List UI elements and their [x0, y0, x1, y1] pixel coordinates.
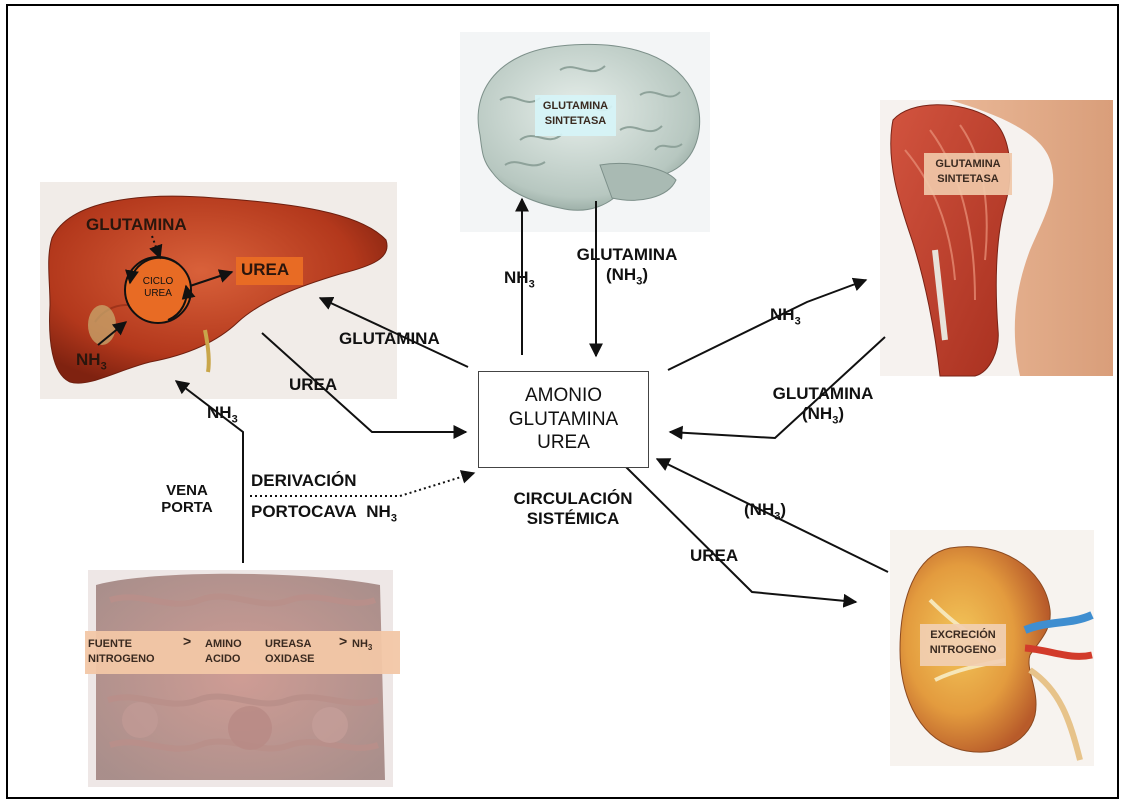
intestine-oxidase: OXIDASE — [265, 652, 331, 667]
label-sistemica: SISTÉMICA — [488, 509, 658, 529]
kidney-line1: EXCRECIÓN — [920, 628, 1006, 643]
intestine-sep1: > — [183, 632, 191, 651]
brain-enzyme-label: GLUTAMINA SINTETASA — [535, 99, 616, 129]
label-nh3-portal-base: NH — [207, 403, 232, 422]
arm-muscle-illustration — [880, 100, 1113, 376]
label-nh3-kidney-close: ) — [780, 500, 786, 519]
intestine-illustration — [85, 570, 400, 787]
center-amonio: AMONIO — [525, 384, 602, 408]
center-urea: UREA — [537, 431, 590, 455]
label-circulacion-sistemica: CIRCULACIÓN SISTÉMICA — [488, 489, 658, 528]
muscle-enzyme-label: GLUTAMINA SINTETASA — [924, 157, 1012, 187]
label-glutamina-to-liver: GLUTAMINA — [339, 329, 440, 349]
label-nh3-kidney: (NH3) — [744, 500, 786, 523]
label-glutamina-from-brain-text: GLUTAMINA — [552, 245, 702, 265]
label-nh3-to-muscle-base: NH — [770, 305, 795, 324]
intestine-source-label: FUENTE NITROGENO — [88, 637, 160, 667]
intestine-acido: ACIDO — [205, 652, 265, 667]
label-urea-from-liver: UREA — [289, 375, 337, 395]
intestine-amino: AMINO — [205, 637, 265, 652]
intestine-nitrogeno: NITROGENO — [88, 652, 160, 667]
ciclo-label: CICLO — [132, 276, 184, 288]
arrow-nh3-to-muscle — [668, 280, 866, 370]
brain-illustration — [460, 32, 710, 232]
intestine-ureasa-oxidase: UREASA OXIDASE — [265, 637, 331, 667]
label-nh3-portal: NH3 — [207, 403, 238, 426]
label-glutamina-from-brain: GLUTAMINA (NH3) — [552, 245, 702, 288]
liver-urea-label: UREA — [241, 260, 289, 280]
label-nh3-to-brain-sub: 3 — [529, 278, 535, 290]
kidney-excretion-label: EXCRECIÓN NITROGENO — [920, 628, 1006, 658]
intestine-nh3: NH3 — [352, 637, 372, 654]
label-circulacion: CIRCULACIÓN — [488, 489, 658, 509]
ciclo-urea-label: CICLO UREA — [132, 276, 184, 299]
label-nh3-portal-sub: 3 — [232, 413, 238, 425]
systemic-pool-box: AMONIO GLUTAMINA UREA — [478, 371, 649, 468]
brain-line2: SINTETASA — [535, 114, 616, 129]
muscle-line2: SINTETASA — [924, 172, 1012, 187]
label-nh3-to-brain-base: NH — [504, 268, 529, 287]
label-portocava-text: PORTOCAVA — [251, 502, 357, 521]
label-nh3-kidney-base: (NH — [744, 500, 774, 519]
intestine-nh3-base: NH — [352, 638, 368, 650]
muscle-line1: GLUTAMINA — [924, 157, 1012, 172]
label-porta: PORTA — [142, 499, 232, 516]
label-portocava: PORTOCAVA NH3 — [251, 502, 397, 525]
label-glutamina-from-muscle: GLUTAMINA (NH3) — [748, 384, 898, 427]
intestine-sep2: > — [339, 632, 347, 651]
label-gfb-close: ) — [642, 265, 648, 284]
label-nh3-to-muscle: NH3 — [770, 305, 801, 328]
label-glutamina-from-brain-nh3: (NH3) — [552, 265, 702, 288]
label-urea-to-kidney: UREA — [690, 546, 738, 566]
label-gfm-close: ) — [838, 404, 844, 423]
label-glutamina-from-muscle-text: GLUTAMINA — [748, 384, 898, 404]
arrow-urea-to-kidney — [626, 467, 856, 602]
label-gfb-nh3-base: (NH — [606, 265, 636, 284]
label-portocava-nh3-base: NH — [366, 502, 391, 521]
label-nh3-to-brain: NH3 — [504, 268, 535, 291]
intestine-nh3-sub: 3 — [368, 643, 372, 652]
liver-glutamina-label: GLUTAMINA — [86, 215, 187, 235]
center-glutamina: GLUTAMINA — [509, 408, 618, 432]
liver-nh3-sub: 3 — [101, 360, 107, 372]
label-vena-porta: VENA PORTA — [142, 482, 232, 517]
label-gfm-nh3-base: (NH — [802, 404, 832, 423]
label-glutamina-from-muscle-nh3: (NH3) — [748, 404, 898, 427]
intestine-fuente: FUENTE — [88, 637, 160, 652]
label-portocava-nh3-sub: 3 — [391, 512, 397, 524]
label-nh3-to-muscle-sub: 3 — [795, 315, 801, 327]
brain-line1: GLUTAMINA — [535, 99, 616, 114]
intestine-amino-acido: AMINO ACIDO — [205, 637, 265, 667]
ciclo-urea-sub-label: UREA — [132, 288, 184, 300]
label-vena: VENA — [142, 482, 232, 499]
liver-nh3-base: NH — [76, 350, 101, 369]
liver-nh3-label: NH3 — [76, 350, 107, 373]
intestine-ureasa: UREASA — [265, 637, 331, 652]
label-derivacion: DERIVACIÓN — [251, 471, 356, 491]
kidney-line2: NITROGENO — [920, 643, 1006, 658]
